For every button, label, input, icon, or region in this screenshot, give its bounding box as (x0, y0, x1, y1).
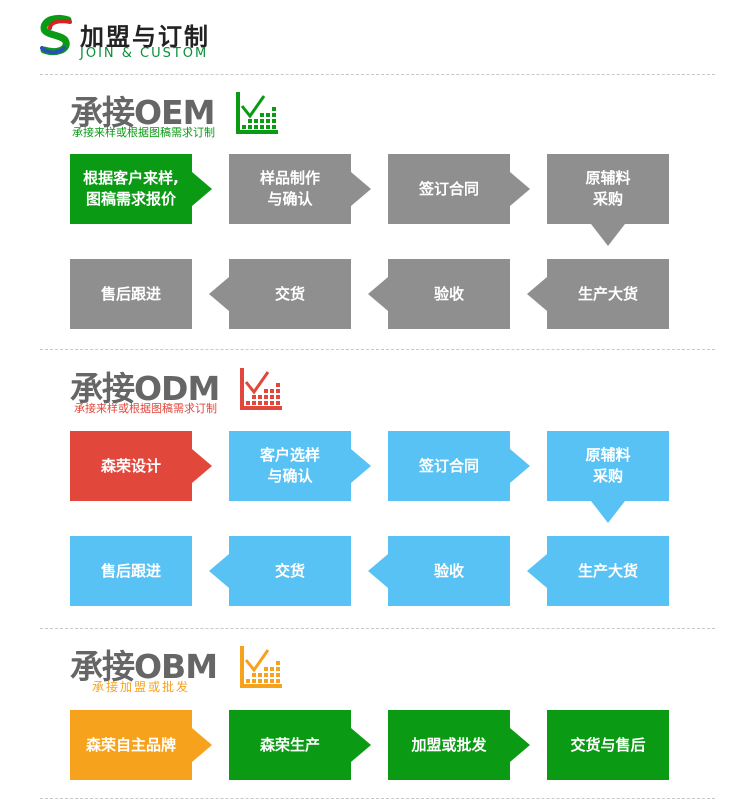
divider (40, 628, 715, 629)
odm-step-4: 原辅料 采购 (547, 431, 669, 523)
logo-mark-icon (38, 14, 74, 60)
odm-step-1: 森荣设计 (70, 431, 212, 501)
obm-step-1: 森荣自主品牌 (70, 710, 212, 780)
odm-subtitle: 承接来样或根据图稿需求订制 (74, 402, 217, 415)
growth-chart-icon (240, 368, 284, 416)
odm-step-8: 售后跟进 (70, 536, 192, 606)
oem-step-8: 售后跟进 (70, 259, 192, 329)
oem-step-7: 交货 (209, 259, 351, 329)
obm-step-2: 森荣生产 (229, 710, 371, 780)
oem-step-5: 生产大货 (527, 259, 669, 329)
growth-chart-icon (240, 646, 284, 694)
odm-title: 承接ODM (70, 369, 220, 408)
page-subtitle: JOIN & CUSTOM (80, 46, 209, 61)
obm-step-3: 加盟或批发 (388, 710, 530, 780)
oem-step-6: 验收 (368, 259, 510, 329)
odm-step-6: 验收 (368, 536, 510, 606)
oem-step-1: 根据客户来样, 图稿需求报价 (70, 154, 212, 224)
odm-step-2: 客户选样 与确认 (229, 431, 371, 501)
odm-step-7: 交货 (209, 536, 351, 606)
page-title: 加盟与订制 (80, 23, 210, 51)
odm-step-5: 生产大货 (527, 536, 669, 606)
obm-step-4: 交货与售后 (547, 710, 669, 780)
oem-subtitle: 承接来样或根据图稿需求订制 (72, 126, 215, 139)
obm-subtitle: 承接加盟或批发 (92, 680, 191, 694)
divider (40, 349, 715, 350)
oem-step-3: 签订合同 (388, 154, 530, 224)
divider (40, 798, 715, 799)
oem-step-2: 样品制作 与确认 (229, 154, 371, 224)
odm-step-3: 签订合同 (388, 431, 530, 501)
oem-step-4: 原辅料 采购 (547, 154, 669, 246)
oem-title: 承接OEM (70, 93, 215, 132)
divider (40, 74, 715, 75)
obm-title: 承接OBM (70, 647, 218, 686)
growth-chart-icon (236, 92, 280, 140)
